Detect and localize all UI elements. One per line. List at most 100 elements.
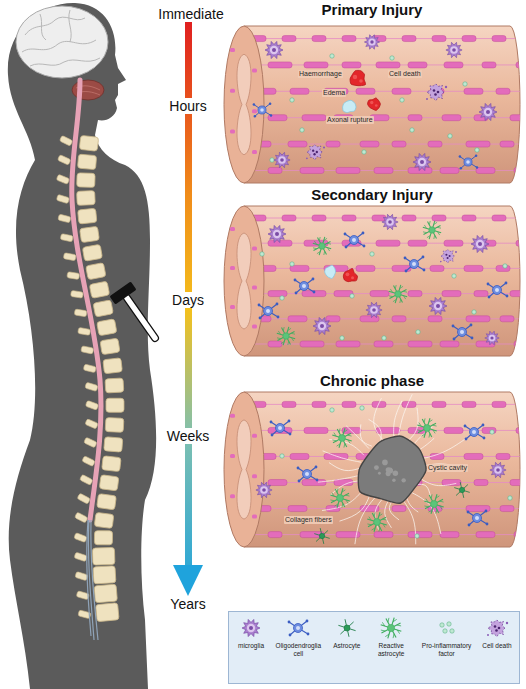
process-end	[483, 437, 486, 440]
spinous-process	[77, 493, 90, 504]
fragment	[313, 153, 315, 155]
microglia-cell	[274, 152, 290, 167]
cell-branch	[423, 231, 427, 233]
legend-icon-group	[487, 620, 508, 637]
fiber-section	[252, 150, 257, 154]
reactive-astrocyte	[367, 512, 386, 531]
myelin-segment	[408, 341, 432, 347]
dead-cell	[306, 145, 325, 160]
process-end	[459, 155, 462, 158]
process-end	[288, 621, 291, 624]
cell-body	[274, 152, 290, 167]
spinous-process	[85, 419, 98, 429]
myelin-segment	[312, 36, 326, 42]
microglia-cell	[364, 35, 379, 50]
cell-body	[431, 501, 438, 508]
fragment	[449, 255, 451, 257]
vertebral-body	[93, 566, 116, 584]
oligodendrocyte	[487, 282, 509, 299]
phase-heading: Chronic phase	[320, 372, 424, 390]
myelin-segment	[462, 36, 476, 42]
cord-illustration	[222, 370, 522, 552]
process-end	[452, 325, 455, 328]
vertebral-body	[97, 494, 117, 510]
myelin-segment	[514, 532, 522, 538]
time-label: Years	[168, 596, 207, 612]
cord-cross-section	[224, 26, 264, 183]
spinous-process	[80, 474, 93, 485]
myelin-segment	[510, 480, 522, 486]
cell-branch	[332, 439, 336, 441]
legend-text: microglia	[238, 642, 264, 650]
process-end	[295, 292, 298, 295]
cell-body	[395, 291, 401, 297]
myelin-segment	[288, 141, 307, 147]
myelin-segment	[462, 401, 476, 407]
myelin-segment	[464, 265, 483, 271]
process-end	[506, 295, 509, 298]
reactive-astrocyte	[277, 327, 295, 345]
myelin-segment	[312, 401, 326, 407]
time-label: Days	[170, 292, 206, 308]
cystic-cavity	[358, 436, 426, 503]
myelin-segment	[440, 341, 459, 347]
cavity-texture	[392, 479, 395, 482]
hammer-head	[109, 281, 136, 304]
spinal-cord-group	[72, 80, 101, 640]
process-end	[485, 510, 488, 513]
legend-icon	[484, 616, 510, 640]
nucleus	[490, 336, 493, 339]
cytoplasm	[318, 322, 326, 330]
cell-body	[459, 487, 464, 492]
pro-inflammatory-factor	[260, 252, 264, 256]
process-end	[289, 634, 292, 637]
cell-branch	[437, 227, 441, 229]
cytoplasm	[476, 240, 484, 248]
body-silhouette	[8, 3, 156, 689]
process-end	[258, 304, 261, 307]
myelin-segment	[342, 62, 361, 68]
cell-branch	[383, 524, 385, 528]
cell-body	[488, 620, 505, 637]
nucleus	[420, 160, 424, 164]
cell-branch	[342, 490, 346, 492]
vertebral-body	[94, 512, 114, 528]
oligodendrocyte	[258, 303, 280, 320]
dead-cell	[487, 620, 508, 637]
myelin-segment	[402, 401, 416, 407]
cell-branch	[369, 517, 371, 521]
cytoplasm	[386, 218, 394, 226]
myelin-segment	[312, 215, 326, 221]
pro-inflammatory-factor	[300, 128, 304, 132]
process-end	[289, 433, 292, 436]
vertebral-body	[103, 358, 122, 374]
cell-branch	[335, 504, 339, 506]
cell-body	[258, 106, 266, 114]
nucleus	[496, 468, 500, 472]
process-end	[465, 438, 468, 441]
spinous-process	[58, 214, 71, 223]
microglia-cell	[242, 619, 260, 636]
cell-branch	[434, 222, 437, 224]
legend-item: Pro-inflammatory factor	[416, 616, 478, 657]
myelin-segment	[492, 215, 506, 221]
nucleus	[266, 309, 270, 313]
nucleus	[486, 110, 490, 114]
grey-matter	[237, 233, 251, 329]
cytoplasm	[484, 108, 492, 116]
myelin-segment	[374, 167, 393, 173]
astrocyte	[454, 482, 469, 498]
myelin-segment	[408, 115, 422, 121]
dead-cell	[440, 250, 457, 263]
spinous-process	[84, 437, 97, 447]
cell-branch	[424, 225, 426, 228]
cerebellum	[72, 80, 104, 100]
cytoplasm	[434, 302, 442, 310]
process-end	[423, 269, 426, 272]
process-end	[307, 633, 310, 636]
legend-text: Reactive astrocyte	[367, 642, 415, 657]
myelin-segment	[476, 167, 495, 173]
vertebral-body	[94, 584, 117, 603]
cell-branch	[390, 289, 392, 292]
myelin-segment	[360, 141, 379, 147]
